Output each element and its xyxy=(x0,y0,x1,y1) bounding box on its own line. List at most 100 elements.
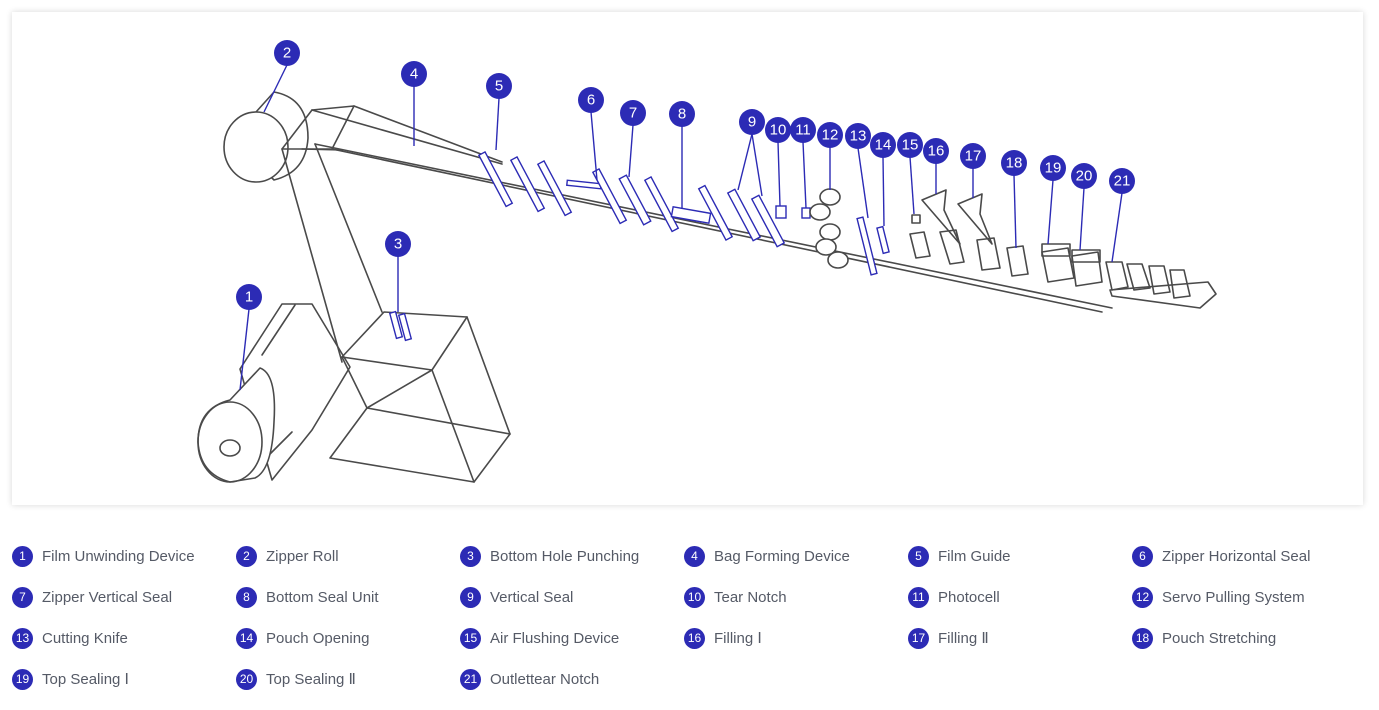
legend-number: 15 xyxy=(460,627,481,649)
callout-11-number: 11 xyxy=(795,122,811,139)
output-conveyor-drawing xyxy=(1105,261,1217,309)
legend-label: Zipper Horizontal Seal xyxy=(1162,547,1311,565)
legend-label: Filling Ⅰ xyxy=(714,630,762,647)
legend-label: Cutting Knife xyxy=(42,629,128,647)
callout-12-number: 12 xyxy=(822,127,839,144)
legend-label: Film Unwinding Device xyxy=(42,547,195,565)
callout-21: 21 xyxy=(1109,168,1135,263)
legend-number: 3 xyxy=(460,545,481,567)
legend-label: Servo Pulling System xyxy=(1162,588,1305,606)
legend-number: 14 xyxy=(236,627,257,649)
callout-18-number: 18 xyxy=(1006,155,1023,172)
callout-12: 12 xyxy=(817,122,843,190)
callout-2-number: 2 xyxy=(283,45,291,62)
legend-number: 4 xyxy=(684,545,705,567)
callout-20: 20 xyxy=(1071,163,1097,251)
legend-label: Bottom Hole Punching xyxy=(490,547,640,565)
machine-drawing: 1 2 3 4 5 6 7 8 9 10 11 12 13 14 15 16 1… xyxy=(197,40,1217,483)
callout-10-number: 10 xyxy=(770,122,787,139)
callout-3-number: 3 xyxy=(394,236,402,253)
callout-5-number: 5 xyxy=(495,78,503,95)
legend-label: Vertical Seal xyxy=(490,588,574,606)
seal-bars-drawing xyxy=(477,151,811,248)
legend-number: 20 xyxy=(236,668,257,690)
callout-15: 15 xyxy=(897,132,923,215)
callout-16-number: 16 xyxy=(928,143,945,160)
legend-label: Pouch Stretching xyxy=(1162,629,1277,647)
callout-14-number: 14 xyxy=(875,137,892,154)
callout-5: 5 xyxy=(486,73,512,151)
callout-9: 9 xyxy=(737,109,765,197)
legend-item-outlettear-notch: 21 Outlettear Notch xyxy=(460,668,599,690)
callout-2: 2 xyxy=(263,40,300,113)
callout-19: 19 xyxy=(1040,155,1066,245)
legend-item-zipper-horizontal-seal: 6 Zipper Horizontal Seal xyxy=(1132,545,1310,567)
legend-item-servo-pulling: 12 Servo Pulling System xyxy=(1132,586,1305,608)
callout-20-number: 20 xyxy=(1076,168,1093,185)
legend-label: Zipper Vertical Seal xyxy=(42,588,173,606)
callout-10: 10 xyxy=(765,117,791,207)
legend-number: 19 xyxy=(12,668,33,690)
legend-item-pouch-stretching: 18 Pouch Stretching xyxy=(1132,627,1276,649)
legend-number: 21 xyxy=(460,668,481,690)
zipper-roll-drawing xyxy=(223,91,309,183)
callout-18: 18 xyxy=(1001,150,1027,249)
legend-number: 18 xyxy=(1132,627,1153,649)
callout-6-number: 6 xyxy=(587,92,595,109)
legend-label: Bottom Seal Unit xyxy=(266,588,379,606)
legend-number: 8 xyxy=(236,586,257,608)
legend-number: 9 xyxy=(460,586,481,608)
legend-label: Bag Forming Device xyxy=(714,547,850,565)
callout-1: 1 xyxy=(236,284,262,391)
legend-number: 17 xyxy=(908,627,929,649)
legend-item-vertical-seal: 9 Vertical Seal xyxy=(460,586,573,608)
callout-13: 13 xyxy=(845,123,871,219)
callout-4-number: 4 xyxy=(410,66,418,83)
callout-3: 3 xyxy=(385,231,411,312)
bag-forming-drawing xyxy=(281,105,1113,363)
machine-diagram: 1 2 3 4 5 6 7 8 9 10 11 12 13 14 15 16 1… xyxy=(12,12,1363,505)
legend-label: Filling Ⅱ xyxy=(938,630,989,647)
callout-7-number: 7 xyxy=(629,105,637,122)
legend-number: 2 xyxy=(236,545,257,567)
film-roll-drawing xyxy=(197,303,351,483)
callout-15-number: 15 xyxy=(902,137,919,154)
legend-label: Top Sealing Ⅱ xyxy=(266,671,356,688)
callout-17: 17 xyxy=(960,143,986,198)
servo-rollers-drawing xyxy=(809,188,849,269)
legend-number: 7 xyxy=(12,586,33,608)
legend-number: 10 xyxy=(684,586,705,608)
callout-8: 8 xyxy=(669,101,695,208)
legend-item-bottom-seal-unit: 8 Bottom Seal Unit xyxy=(236,586,379,608)
callout-8-number: 8 xyxy=(678,106,686,123)
legend-label: Film Guide xyxy=(938,547,1011,565)
callout-21-number: 21 xyxy=(1114,173,1131,190)
legend-number: 12 xyxy=(1132,586,1153,608)
legend-number: 1 xyxy=(12,545,33,567)
legend-item-top-sealing-2: 20 Top Sealing Ⅱ xyxy=(236,668,356,690)
callout-14: 14 xyxy=(870,132,896,227)
callout-6: 6 xyxy=(578,87,604,181)
legend-item-zipper-roll: 2 Zipper Roll xyxy=(236,545,339,567)
legend-item-film-unwinding: 1 Film Unwinding Device xyxy=(12,545,195,567)
legend-label: Top Sealing Ⅰ xyxy=(42,671,129,688)
pouches-drawing xyxy=(909,189,1103,287)
callout-19-number: 19 xyxy=(1045,160,1062,177)
callout-13-number: 13 xyxy=(850,128,867,145)
callout-16: 16 xyxy=(923,138,949,194)
legend-item-bottom-hole-punching: 3 Bottom Hole Punching xyxy=(460,545,639,567)
legend-item-zipper-vertical-seal: 7 Zipper Vertical Seal xyxy=(12,586,172,608)
callouts: 1 2 3 4 5 6 7 8 9 10 11 12 13 14 15 16 1… xyxy=(236,40,1135,391)
legend-item-bag-forming: 4 Bag Forming Device xyxy=(684,545,850,567)
legend-label: Outlettear Notch xyxy=(490,670,600,688)
legend-label: Zipper Roll xyxy=(266,547,339,565)
callout-1-number: 1 xyxy=(245,289,253,306)
cutting-opening-drawing xyxy=(856,214,921,276)
legend-item-top-sealing-1: 19 Top Sealing Ⅰ xyxy=(12,668,129,690)
legend-number: 6 xyxy=(1132,545,1153,567)
